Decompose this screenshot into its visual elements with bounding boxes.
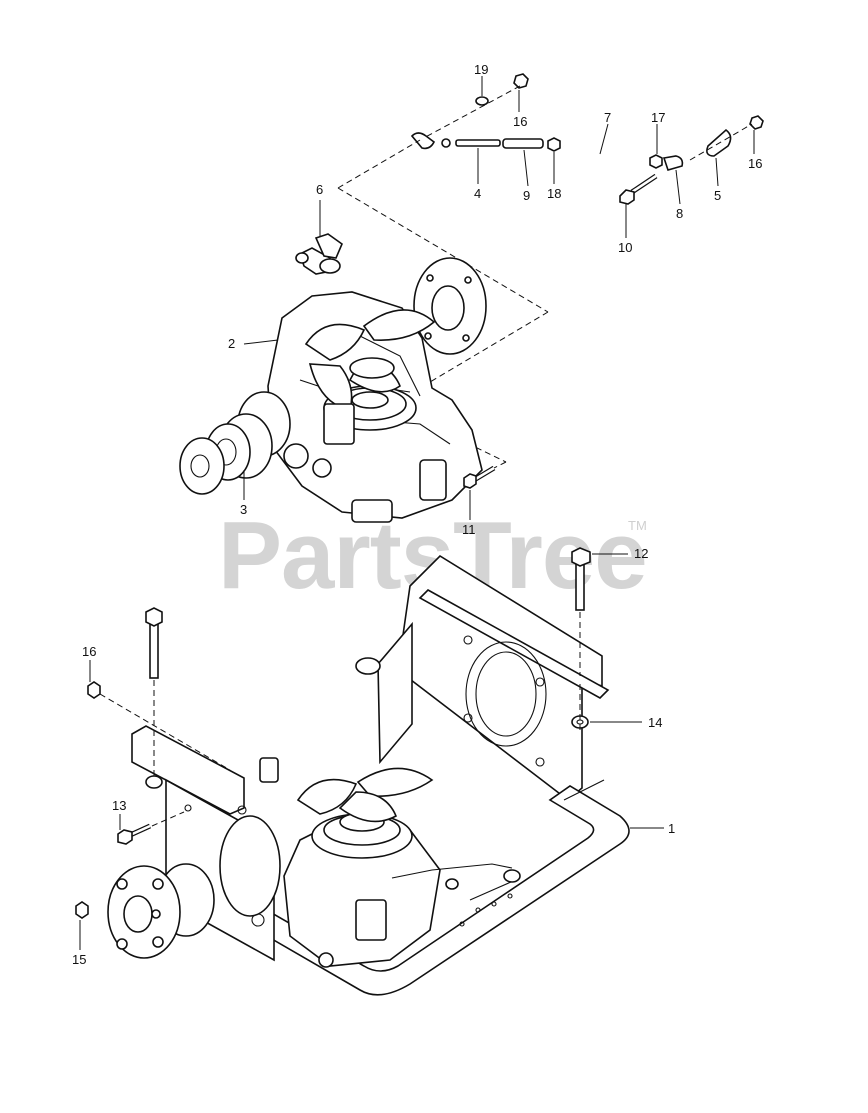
callout-19: 19 (474, 62, 488, 77)
linkage-assembly (410, 73, 764, 205)
sleeve-9[interactable] (502, 138, 544, 149)
callout-9: 9 (523, 188, 530, 203)
nut-17[interactable] (649, 154, 663, 169)
dash-line (337, 139, 421, 189)
callout-18: 18 (547, 186, 561, 201)
installed-transaxle (107, 767, 521, 968)
bolt-11[interactable] (463, 465, 496, 489)
callout-13: 13 (112, 798, 126, 813)
callout-3: 3 (240, 502, 247, 517)
ball-joint-4[interactable] (410, 132, 436, 150)
pulley-3[interactable] (179, 391, 291, 495)
nut-18[interactable] (547, 137, 561, 152)
ball-joint-8[interactable] (662, 155, 684, 171)
washer-19[interactable] (475, 96, 489, 106)
callout-10: 10 (618, 240, 632, 255)
callout-4: 4 (474, 186, 481, 201)
bolt-13[interactable] (117, 823, 152, 845)
callout-6: 6 (316, 182, 323, 197)
watermark-trademark: TM (628, 518, 647, 533)
callout-12: 12 (634, 546, 648, 561)
callout-11: 11 (462, 522, 476, 537)
callout-8: 8 (676, 206, 683, 221)
callout-1: 1 (668, 821, 675, 836)
callout-16-top: 16 (513, 114, 527, 129)
callout-16-right: 16 (748, 156, 762, 171)
callout-2: 2 (228, 336, 235, 351)
callout-16-left: 16 (82, 644, 96, 659)
callout-numbers: 19 16 7 17 16 6 4 9 18 8 5 10 2 3 11 12 … (72, 62, 762, 967)
bent-rod-7[interactable] (563, 144, 643, 163)
callout-15: 15 (72, 952, 86, 967)
rod-4[interactable] (455, 139, 501, 147)
bolt-10[interactable] (619, 189, 635, 205)
callout-17: 17 (651, 110, 665, 125)
callout-5: 5 (714, 188, 721, 203)
washer-lower-left[interactable] (145, 775, 163, 789)
bolt-upper-left[interactable] (145, 607, 163, 679)
nut-16-left[interactable] (87, 681, 101, 699)
elbow-fitting-6[interactable] (295, 233, 343, 275)
transaxle-2[interactable] (267, 257, 487, 523)
callout-leaders (79, 76, 755, 950)
nut-16-right[interactable] (749, 115, 764, 130)
nut-16-top[interactable] (513, 73, 529, 89)
bolt-12[interactable] (571, 547, 591, 611)
nut-15[interactable] (75, 901, 89, 919)
callout-7: 7 (604, 110, 611, 125)
callout-14: 14 (648, 715, 662, 730)
